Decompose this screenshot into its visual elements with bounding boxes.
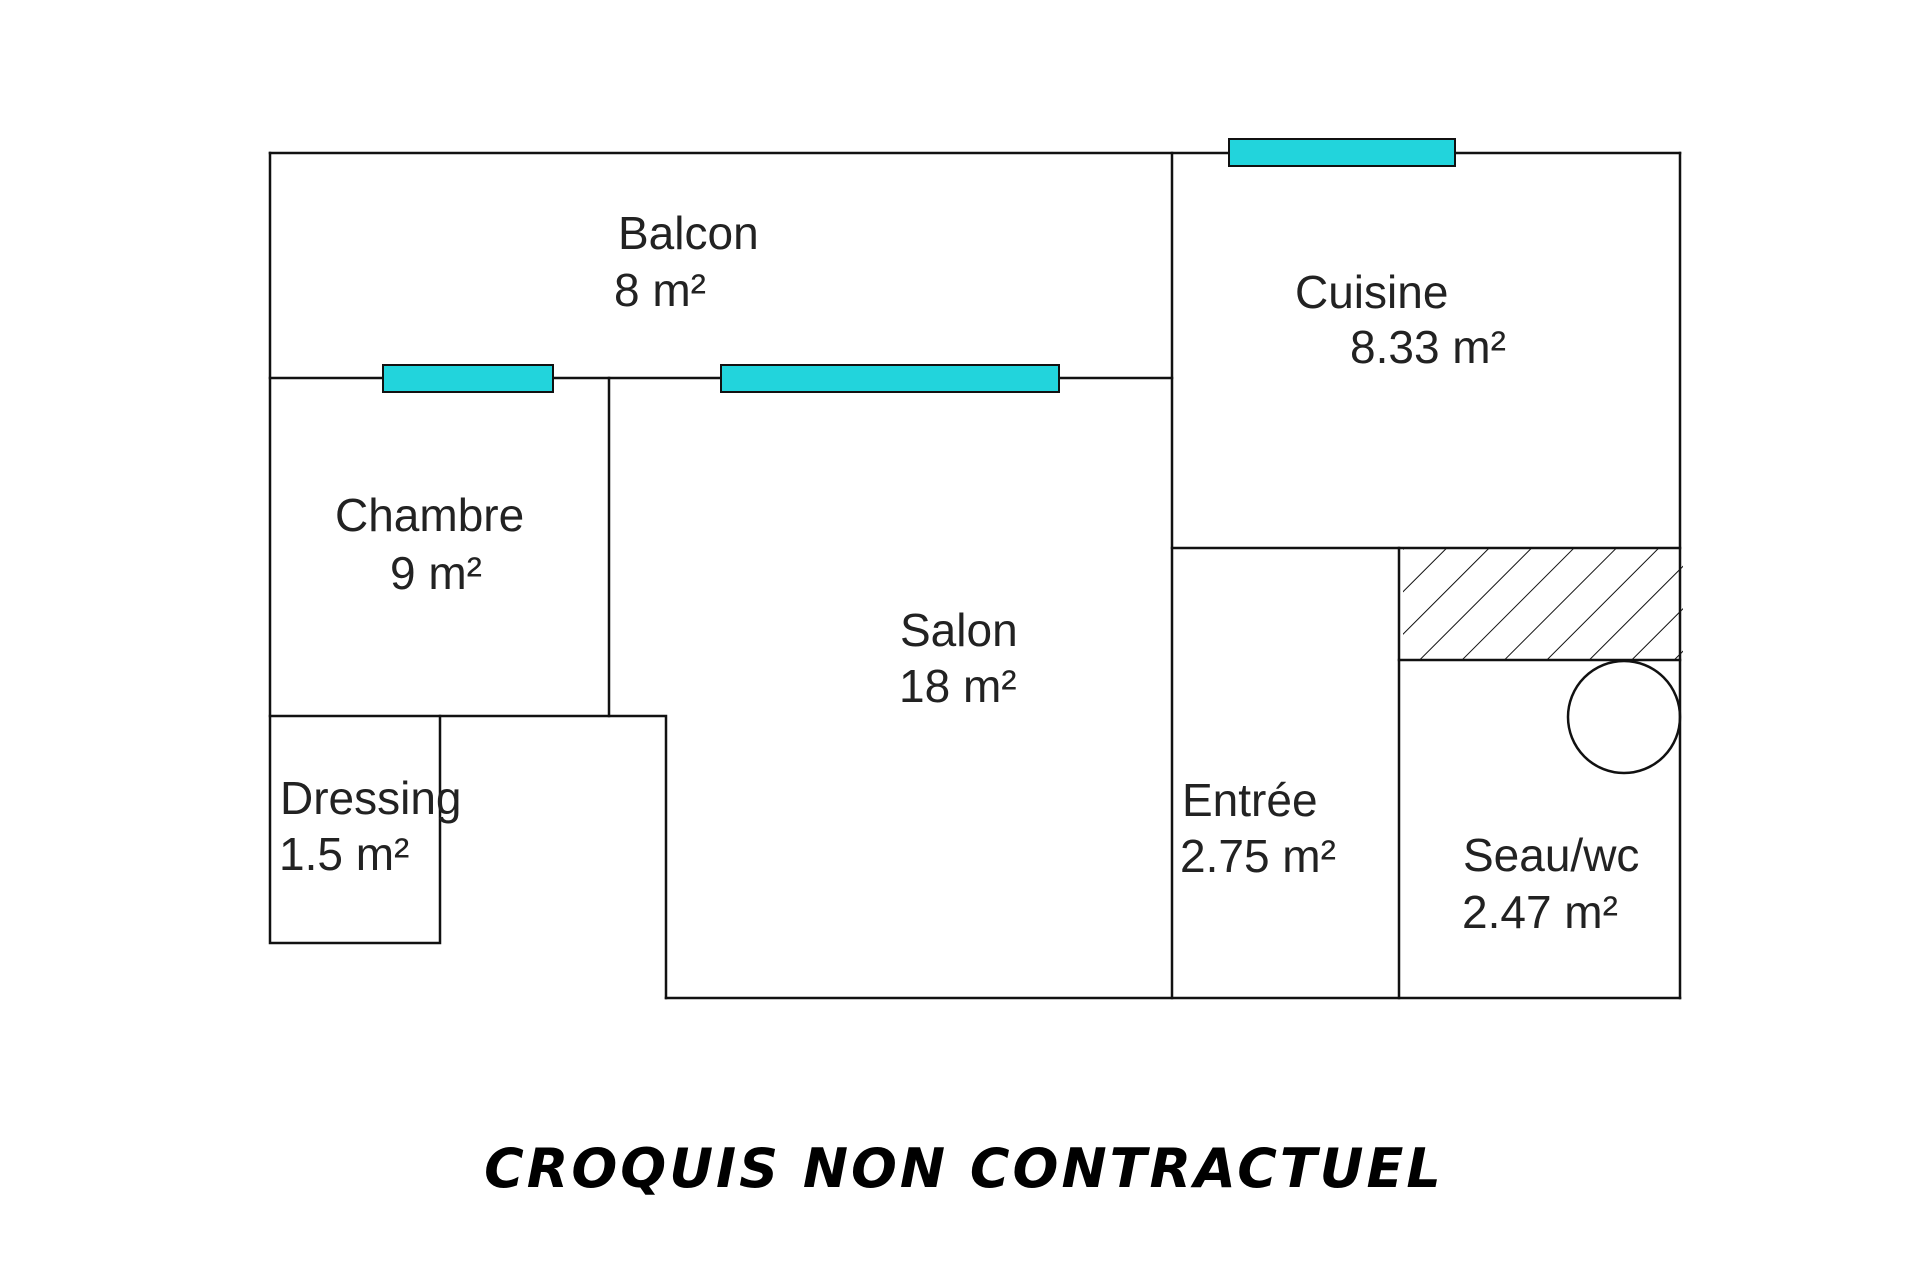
room-area-entree: 2.75 m² xyxy=(1180,830,1336,882)
room-name-salon: Salon xyxy=(900,604,1018,656)
window-living-room xyxy=(720,364,1060,393)
room-name-entree: Entrée xyxy=(1182,774,1318,826)
room-area-cuisine: 8.33 m² xyxy=(1350,321,1506,373)
room-name-balcon: Balcon xyxy=(618,207,759,259)
disclaimer-text: CROQUIS NON CONTRACTUEL xyxy=(484,1137,1444,1200)
room-name-seau-wc: Seau/wc xyxy=(1463,829,1639,881)
room-name-dressing: Dressing xyxy=(280,772,462,824)
hatched-shaft xyxy=(1403,548,1683,660)
room-name-chambre: Chambre xyxy=(335,489,524,541)
window-kitchen xyxy=(1228,138,1456,167)
room-area-seau-wc: 2.47 m² xyxy=(1462,886,1618,938)
room-area-salon: 18 m² xyxy=(899,660,1017,712)
room-area-balcon: 8 m² xyxy=(614,264,706,316)
room-name-cuisine: Cuisine xyxy=(1295,266,1448,318)
window-bedroom xyxy=(382,364,554,393)
outer-wall-left xyxy=(268,151,442,945)
toilet-fixture xyxy=(1566,659,1682,775)
room-area-chambre: 9 m² xyxy=(390,547,482,599)
bedroom-bottom-wall xyxy=(268,714,668,1000)
windows xyxy=(382,138,1456,393)
room-area-dressing: 1.5 m² xyxy=(279,828,409,880)
